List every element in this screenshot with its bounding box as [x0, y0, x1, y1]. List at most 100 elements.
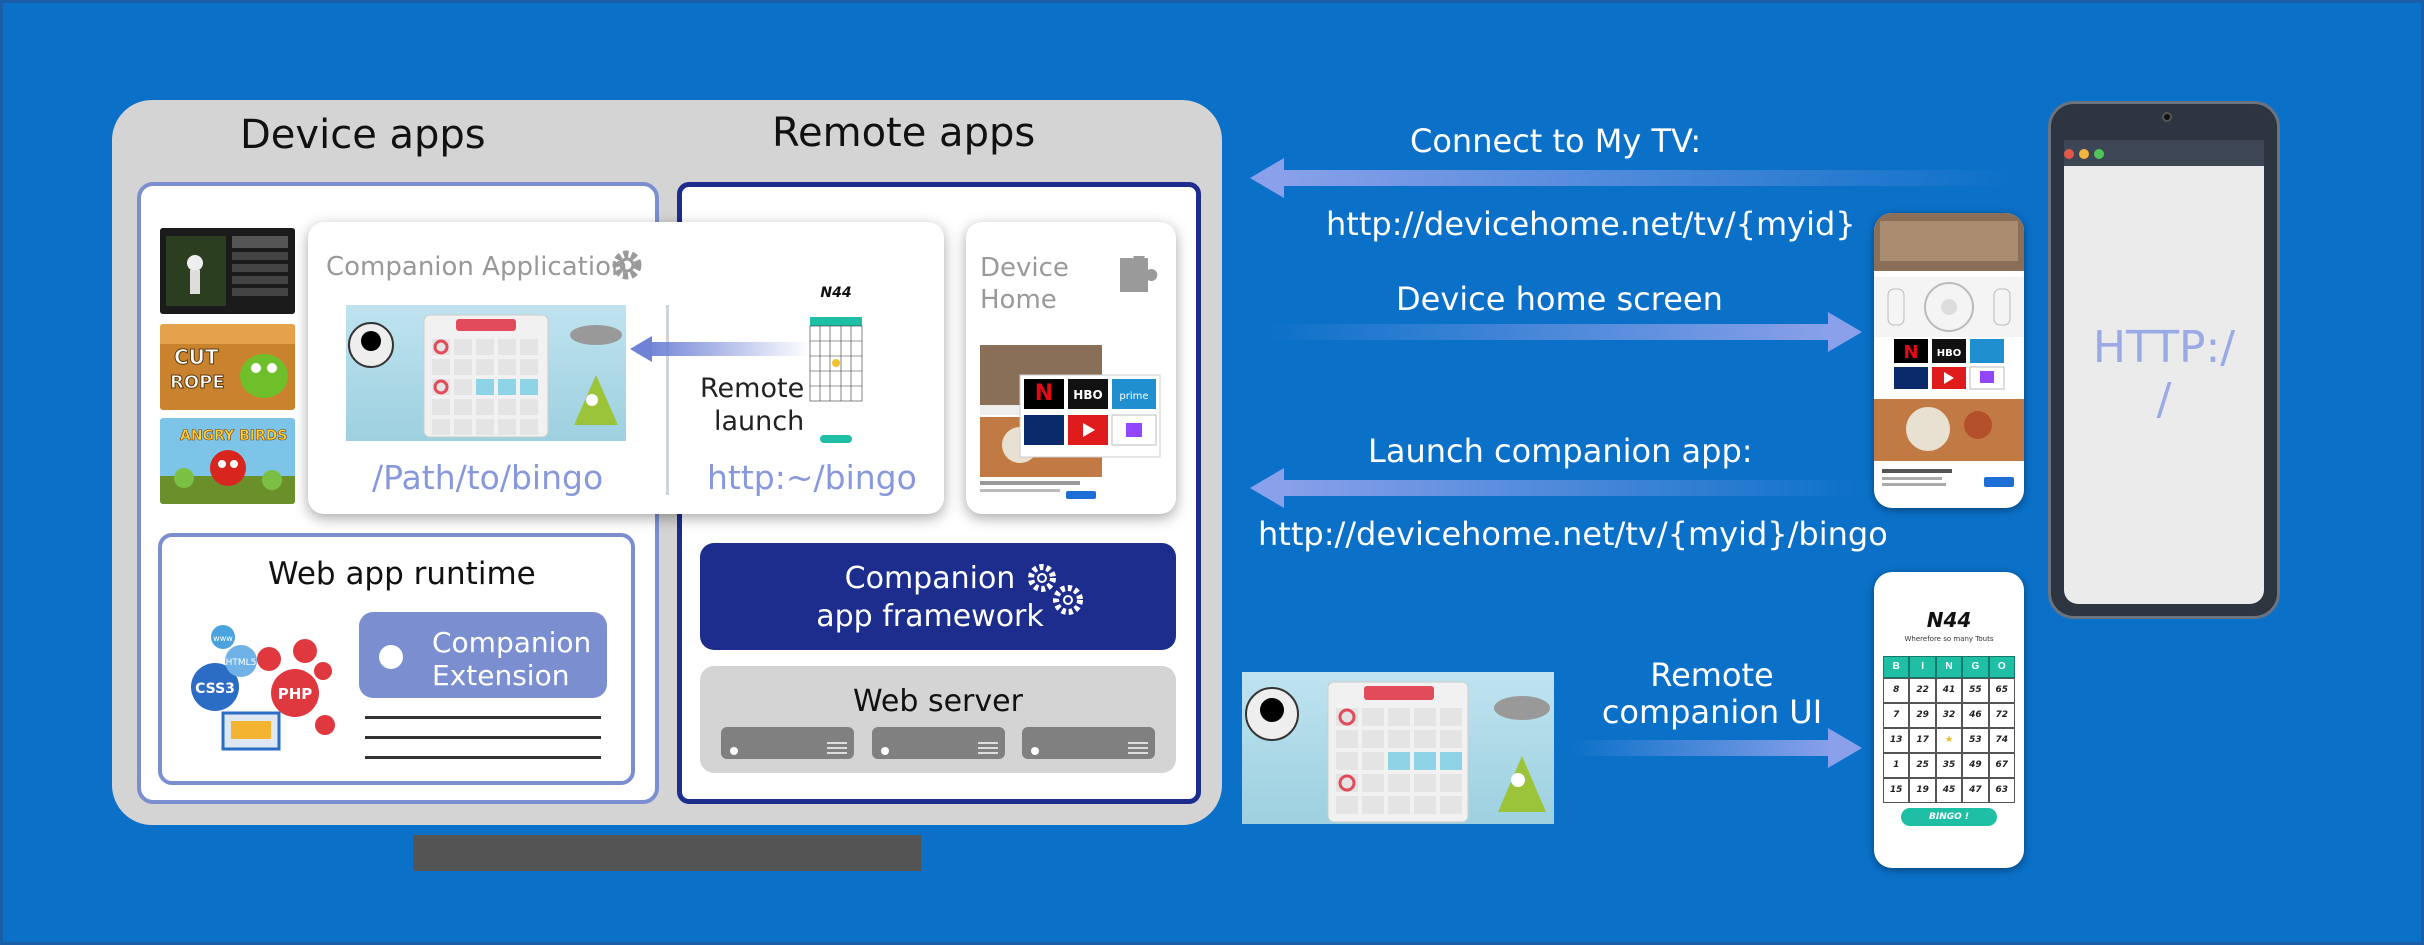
bingo-header-cell: N: [1935, 656, 1963, 678]
bingo-header-cell: O: [1988, 656, 2015, 678]
bingo-header-cell: G: [1962, 656, 1989, 678]
launch-companion-url: http://devicehome.net/tv/{myid}/bingo: [1258, 515, 1888, 553]
device-home-phone-screen: N HBO: [1874, 213, 2024, 487]
bingo-companion-phone[interactable]: N44 Wherefore so many Touts B I N G O 8 …: [1874, 572, 2024, 868]
runtime-line: [365, 716, 601, 719]
remote-companion-ui-label: Remote companion UI: [1601, 656, 1823, 731]
server-rack-unit: [721, 727, 854, 759]
svg-text:N: N: [1035, 381, 1053, 406]
bingo-cell[interactable]: 46: [1962, 703, 1989, 728]
svg-text:HBO: HBO: [1073, 388, 1102, 402]
device-home-title: Device Home: [980, 253, 1069, 315]
minimize-dot-icon[interactable]: [2079, 149, 2089, 159]
local-path-label: /Path/to/bingo: [372, 458, 604, 497]
server-vent-icon: [1128, 742, 1148, 744]
bingo-game-screenshot-remote[interactable]: [1242, 672, 1554, 824]
bingo-title: N44: [1926, 608, 1972, 632]
baseball-game-thumbnail[interactable]: [160, 228, 295, 314]
companion-app-framework-label: Companion app framework: [816, 561, 1044, 634]
bingo-cell[interactable]: 41: [1935, 678, 1963, 703]
bingo-cell[interactable]: 35: [1935, 753, 1963, 778]
web-app-runtime-title: Web app runtime: [268, 556, 536, 592]
web-technologies-logos: CSS3 HTML5 www PHP: [185, 615, 345, 757]
companion-extension-label: Companion Extension: [432, 626, 592, 692]
extension-dot-icon: [379, 645, 403, 669]
bingo-cell[interactable]: 55: [1962, 678, 1989, 703]
php-logo-text: PHP: [278, 685, 313, 703]
bingo-cell[interactable]: 47: [1962, 778, 1989, 803]
bingo-game-screenshot-local[interactable]: [346, 305, 626, 441]
device-home-phone[interactable]: N HBO: [1874, 213, 2024, 508]
remote-launch-arrow: [630, 336, 810, 362]
bingo-cell[interactable]: 29: [1909, 703, 1936, 728]
gears-icon: [1028, 564, 1083, 615]
bingo-cell[interactable]: 22: [1909, 678, 1936, 703]
bingo-cell[interactable]: 19: [1909, 778, 1936, 803]
device-home-preview-art: N HBO prime: [980, 345, 1161, 499]
bingo-button[interactable]: BINGO !: [1901, 808, 1997, 826]
bingo-cell[interactable]: 32: [1935, 703, 1963, 728]
bingo-cell[interactable]: 45: [1935, 778, 1963, 803]
server-led-icon: [730, 747, 738, 755]
bingo-cell[interactable]: 49: [1962, 753, 1989, 778]
bingo-cell[interactable]: 7: [1883, 703, 1910, 728]
remote-apps-title: Remote apps: [772, 110, 1036, 156]
bingo-cell[interactable]: 15: [1883, 778, 1910, 803]
launch-companion-arrow: [1250, 468, 1870, 508]
bingo-cell[interactable]: 17: [1909, 728, 1936, 753]
gear-icon: [612, 250, 642, 280]
svg-text:CUT: CUT: [174, 345, 219, 369]
close-dot-icon[interactable]: [2064, 149, 2074, 159]
bingo-cell[interactable]: 8: [1883, 678, 1910, 703]
companion-app-framework-box: [700, 543, 1176, 650]
connect-url: http://devicehome.net/tv/{myid}: [1326, 205, 1856, 243]
bingo-cell[interactable]: 25: [1909, 753, 1936, 778]
cut-the-rope-thumbnail[interactable]: CUT ROPE: [160, 324, 295, 410]
baseball-game-art: [160, 228, 295, 314]
html5-logo-text: HTML5: [226, 658, 257, 668]
css3-logo-text: CSS3: [195, 681, 235, 697]
bingo-cell[interactable]: 67: [1988, 753, 2015, 778]
companion-application-title: Companion Application: [326, 252, 628, 282]
bingo-cell[interactable]: 74: [1988, 728, 2015, 753]
bingo-card: B I N G O 8 22 41 55 65 7 29 32 46 72 13…: [1883, 656, 2015, 803]
bingo-free-star-icon[interactable]: ★: [1935, 728, 1963, 753]
web-tech-cluster-art: CSS3 HTML5 www PHP: [191, 625, 335, 751]
mobile-browser-screen[interactable]: [2064, 166, 2264, 604]
server-rack-unit: [872, 727, 1005, 759]
front-camera-icon: [2162, 112, 2172, 122]
bingo-header-cell: I: [1909, 656, 1936, 678]
bingo-cell[interactable]: 53: [1962, 728, 1989, 753]
server-led-icon: [881, 747, 889, 755]
device-home-preview[interactable]: N HBO prime: [980, 345, 1162, 505]
runtime-line: [365, 756, 601, 759]
launch-companion-label: Launch companion app:: [1368, 432, 1753, 470]
server-rack-unit: [1022, 727, 1155, 759]
svg-text:N: N: [1903, 342, 1918, 363]
svg-text:HBO: HBO: [1937, 348, 1962, 359]
remote-launch-label: Remote launch: [700, 373, 805, 437]
svg-text:ROPE: ROPE: [170, 372, 225, 393]
bingo-cell[interactable]: 65: [1988, 678, 2015, 703]
svg-text:N44: N44: [820, 285, 851, 301]
card-divider: [666, 305, 669, 495]
device-home-screen-label: Device home screen: [1396, 280, 1723, 318]
bingo-cell[interactable]: 13: [1883, 728, 1910, 753]
bingo-cell[interactable]: 63: [1988, 778, 2015, 803]
maximize-dot-icon[interactable]: [2094, 149, 2104, 159]
bingo-remote-preview[interactable]: N44: [808, 283, 864, 449]
bingo-header-cell: B: [1883, 656, 1910, 678]
connect-arrow: [1250, 158, 2020, 198]
remote-companion-arrow: [1568, 728, 1862, 768]
bingo-cell[interactable]: 72: [1988, 703, 2015, 728]
bingo-game-large-art: [1245, 681, 1550, 823]
device-home-arrow: [1262, 312, 1862, 352]
angry-birds-thumbnail[interactable]: ANGRY BIRDS: [160, 418, 295, 504]
svg-text:prime: prime: [1119, 391, 1148, 402]
angry-birds-art: ANGRY BIRDS: [160, 418, 295, 504]
bingo-cell[interactable]: 1: [1883, 753, 1910, 778]
web-server-label: Web server: [853, 684, 1023, 719]
puzzle-icon: [1120, 256, 1158, 292]
browser-http-text: HTTP:/ /: [2092, 322, 2236, 425]
